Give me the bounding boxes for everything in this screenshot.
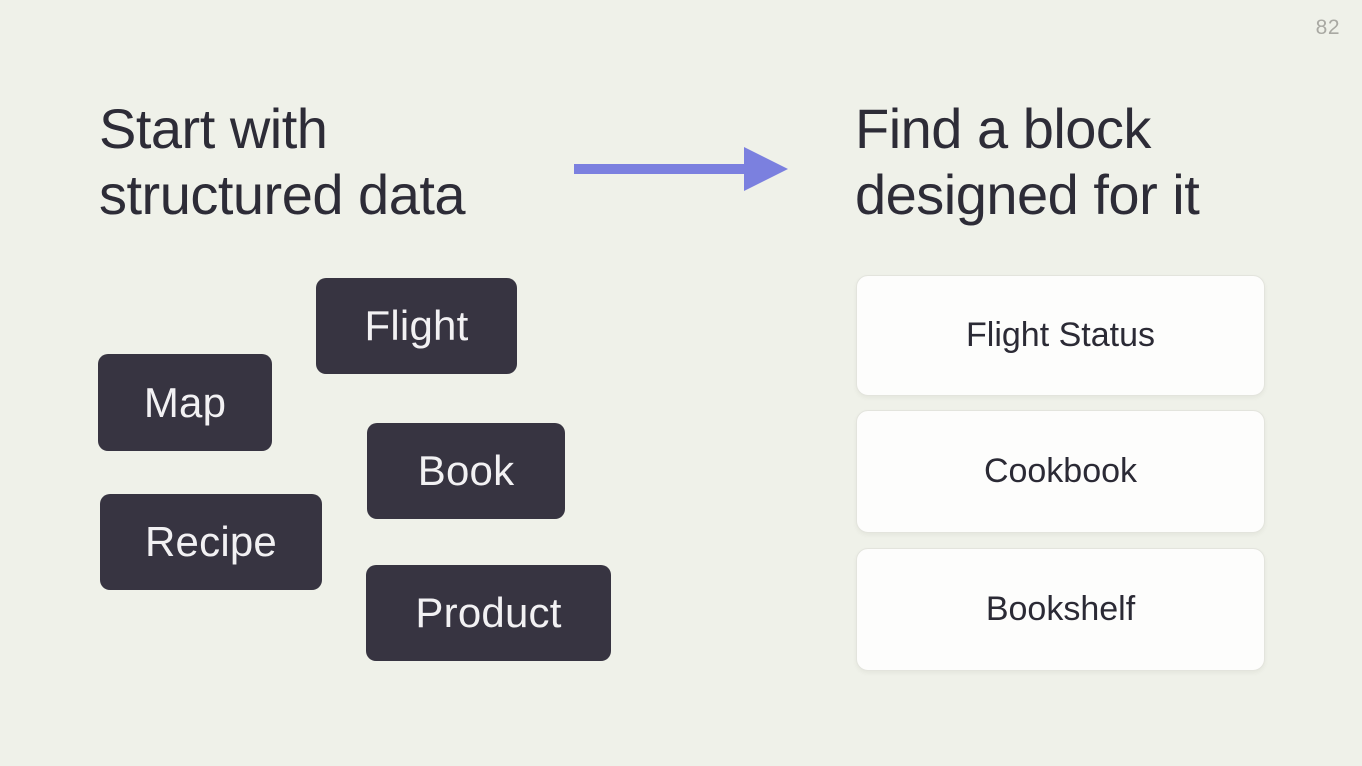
arrow-head [744,147,788,191]
right-heading-line1: Find a block [855,97,1151,160]
left-heading-line2: structured data [99,163,466,227]
block-card-flight-status: Flight Status [856,275,1265,396]
tag-product: Product [366,565,611,661]
tag-map: Map [98,354,272,451]
left-heading-line1: Start with [99,97,328,160]
tag-flight: Flight [316,278,517,374]
left-heading: Start with structured data [99,96,466,228]
block-card-bookshelf: Bookshelf [856,548,1265,671]
page-number: 82 [1315,16,1340,39]
right-heading-line2: designed for it [855,163,1200,227]
tag-book: Book [367,423,565,519]
arrow-shaft [574,164,750,174]
right-arrow-icon [574,147,788,191]
tag-recipe: Recipe [100,494,322,590]
block-card-cookbook: Cookbook [856,410,1265,533]
right-heading: Find a block designed for it [855,96,1200,228]
